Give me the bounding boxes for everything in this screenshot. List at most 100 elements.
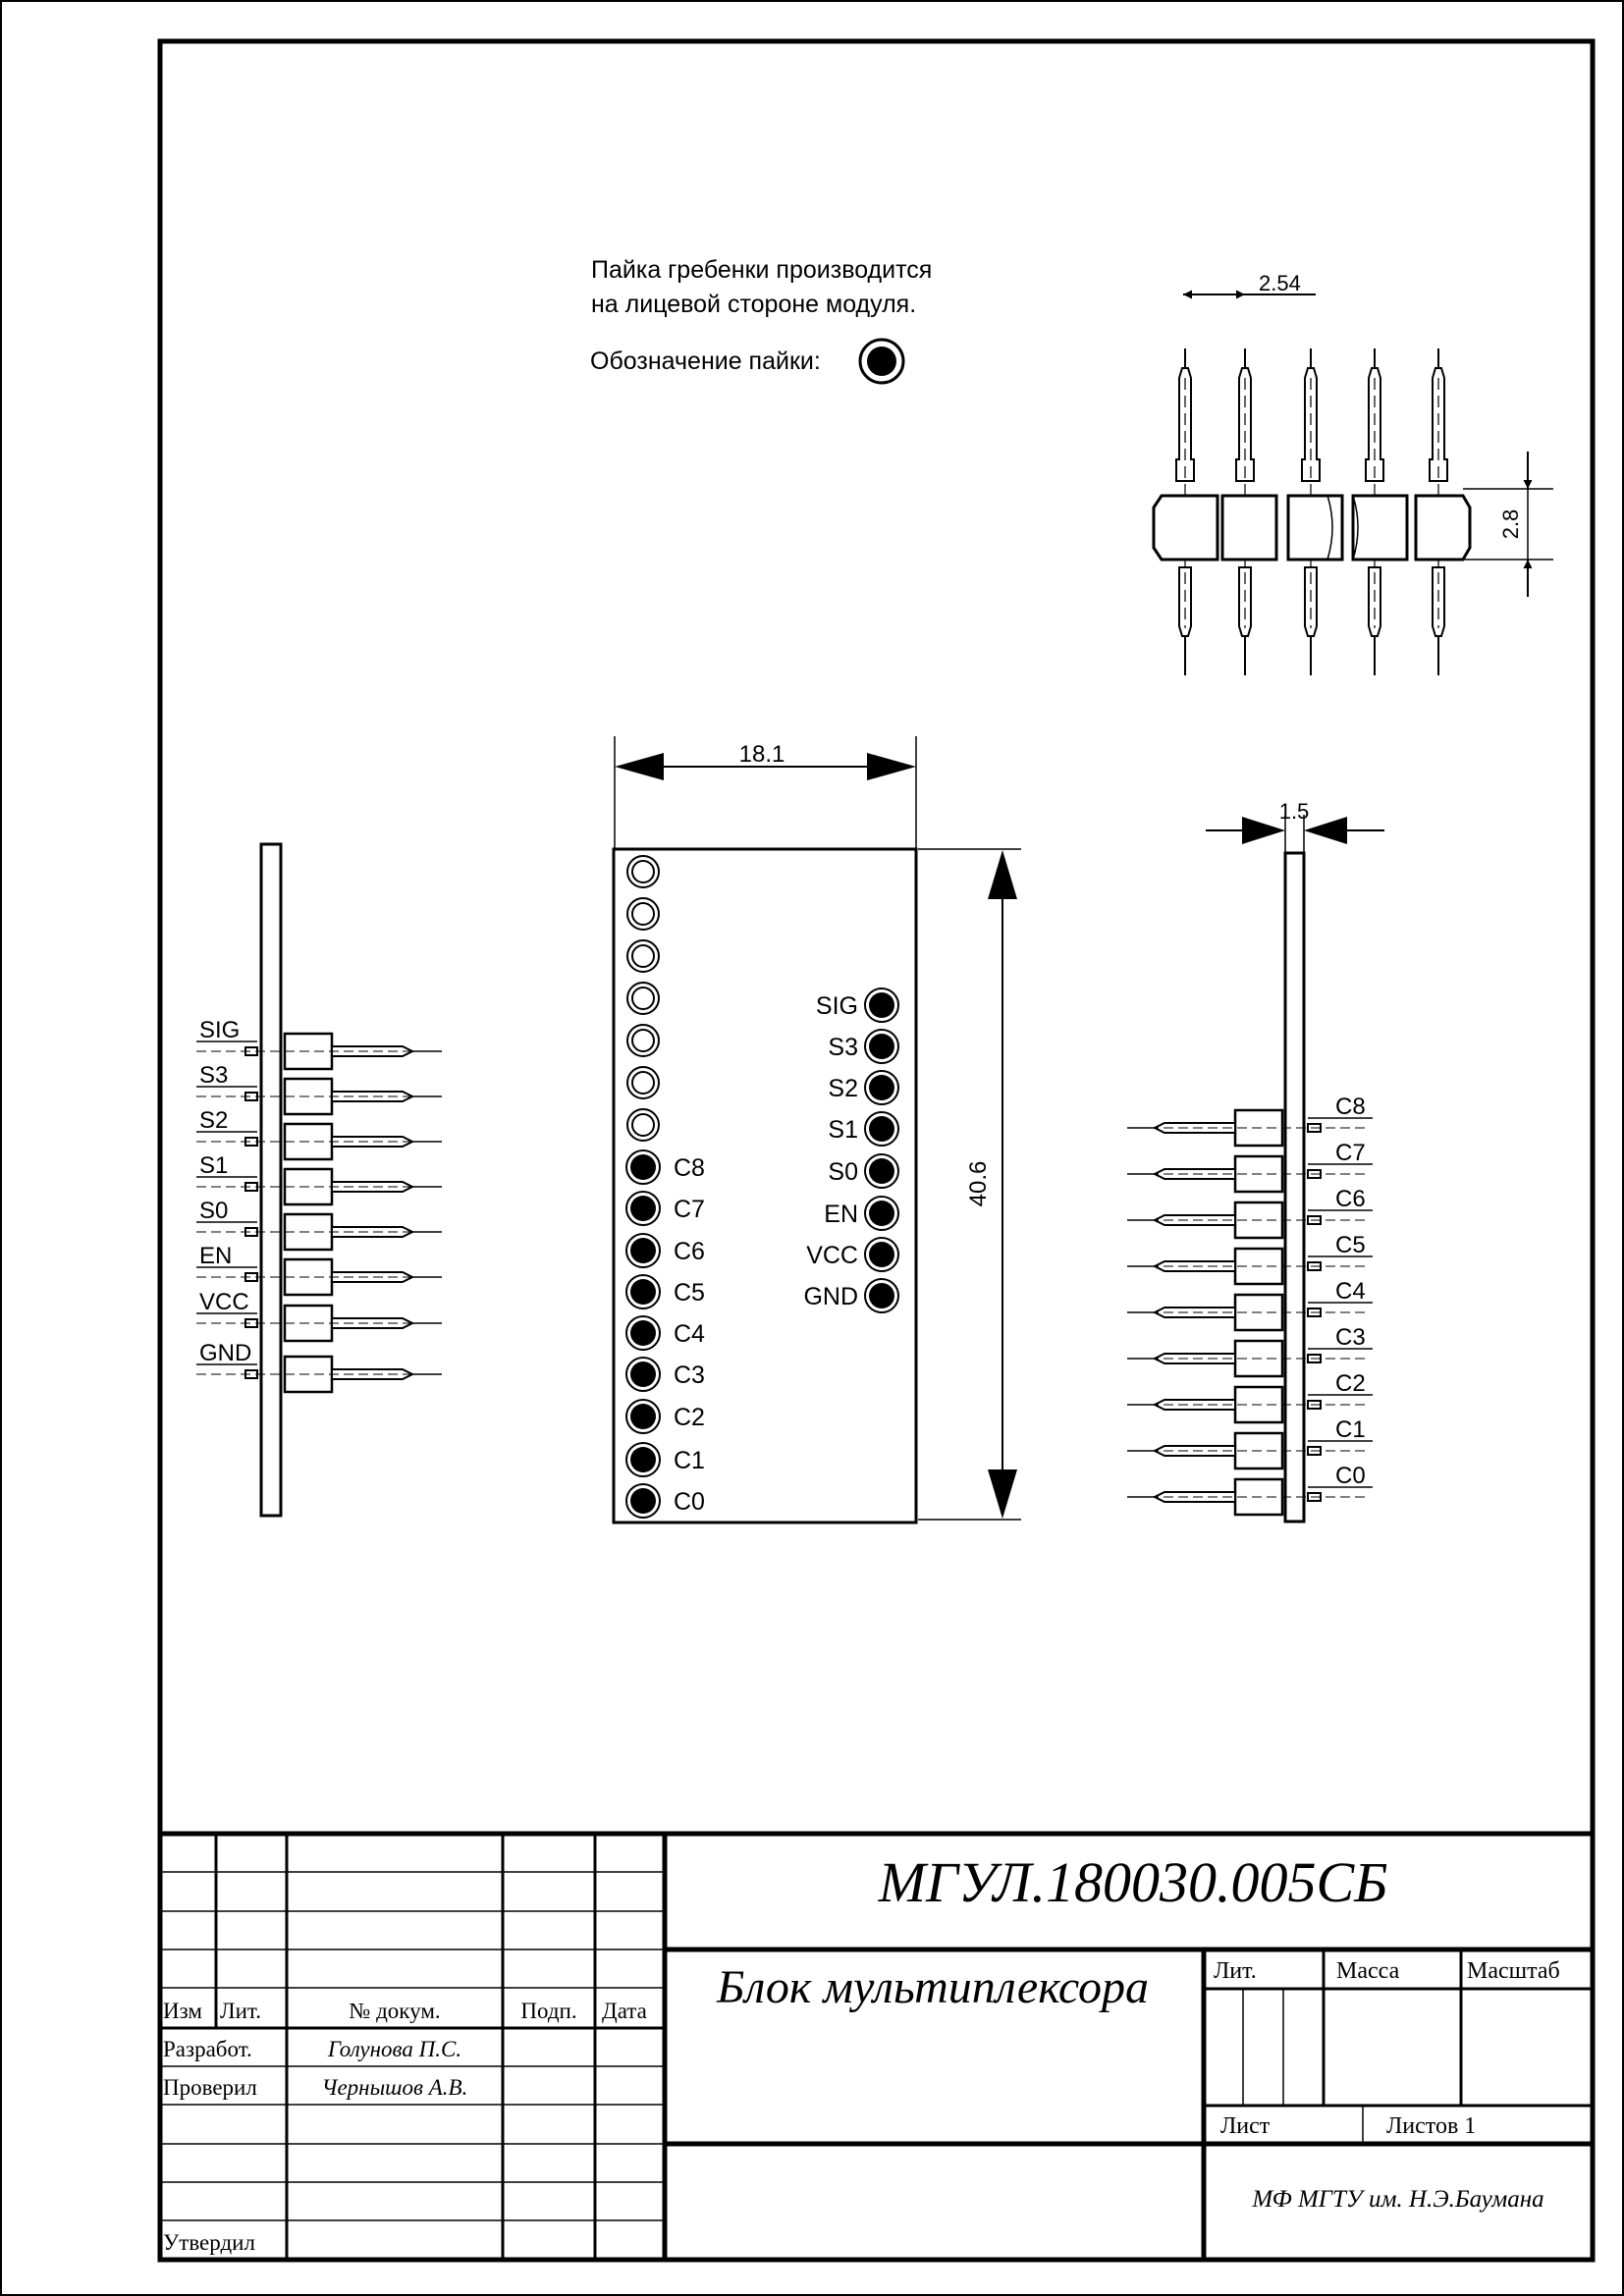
side-pin-label: EN [199,1243,232,1269]
side-pin-label: S1 [199,1152,228,1179]
side-pin-label: C6 [1335,1186,1366,1212]
pad-label: C3 [674,1362,705,1389]
side-pin-label: SIG [199,1017,240,1043]
header-plastic-body [1152,494,1472,561]
mass-header: Масса [1336,1958,1400,1984]
pad-label: GND [803,1283,858,1310]
pad-label: S2 [828,1075,858,1102]
pad-label: C0 [674,1488,705,1516]
solder-pad-c3: C3 [625,1357,705,1392]
col-lit: Лит. [220,1999,261,2023]
drawing-frame [157,38,1596,2263]
col-doc: № докум. [349,1999,440,2023]
sheet-label: Лист [1220,2113,1271,2139]
side-pin-label: C1 [1335,1416,1366,1443]
solder-pad-s1: S1 [828,1111,899,1147]
solder-pad-c5: C5 [625,1274,705,1309]
pad-label: EN [824,1201,858,1228]
pad-label: SIG [816,992,858,1020]
pitch-dim-label: 2.54 [1259,271,1301,295]
board-length-dim-label: 40.6 [965,1161,992,1207]
side-pin-c0: C0 [1127,1463,1373,1517]
title-block-text: МГУЛ.180030.005СБ Блок мультиплексора Из… [163,1850,1560,2255]
solder-pad-vcc: VCC [806,1237,899,1272]
solder-pad-gnd: GND [803,1278,899,1313]
side-pin-label: S2 [199,1107,228,1134]
solder-pad-c8: C8 [625,1149,705,1185]
document-title: Блок мультиплексора [716,1961,1149,2013]
pad-label: C7 [674,1196,705,1223]
approved-label: Утвердил [163,2230,255,2255]
note-line-2: на лицевой стороне модуля. [591,291,916,318]
note-line-1: Пайка гребенки производится [591,256,932,284]
side-pin-label: C3 [1335,1324,1366,1351]
side-pin-c4: C4 [1127,1278,1373,1332]
side-pin-label: C8 [1335,1094,1366,1120]
sheets-label: Листов 1 [1386,2113,1476,2139]
solder-pad-c4: C4 [625,1315,705,1351]
right-board-edge [1283,851,1306,1523]
board-width-dim-label: 18.1 [739,741,785,768]
height-dim-label: 2.8 [1498,509,1523,540]
developer-name: Голунова П.С. [327,2037,461,2061]
solder-pad-c0: C0 [625,1483,705,1519]
header-pin [1429,348,1448,675]
board-thickness-dim-label: 1.5 [1279,799,1310,824]
lit-header: Лит. [1214,1958,1257,1984]
side-pin-vcc: VCC [196,1289,442,1343]
col-date: Дата [602,1999,647,2023]
side-pin-label: C7 [1335,1140,1366,1166]
solder-pad-sig: SIG [816,988,899,1023]
pin-header-detail: 2.54 2.8 [1152,271,1553,675]
solder-pad-c1: C1 [625,1442,705,1477]
side-pin-gnd: GND [196,1340,442,1394]
side-pin-s0: S0 [196,1198,442,1252]
board-outline [612,847,918,1524]
scale-header: Масштаб [1467,1958,1560,1984]
pad-label: C8 [674,1154,705,1182]
side-pin-label: C0 [1335,1463,1366,1489]
checked-label: Проверил [163,2075,257,2100]
checker-name: Чернышов А.В. [322,2075,468,2100]
side-pin-label: S0 [199,1198,228,1224]
solder-legend-dot [867,347,896,376]
side-pin-label: C2 [1335,1370,1366,1397]
solder-pad-s0: S0 [828,1153,899,1189]
pad-label: C4 [674,1320,705,1348]
side-pin-s3: S3 [196,1062,442,1116]
side-pin-c6: C6 [1127,1186,1373,1240]
left-board-edge [259,842,283,1518]
side-pin-c7: C7 [1127,1140,1373,1194]
organization-name: МФ МГТУ им. Н.Э.Баумана [1251,2186,1543,2213]
side-pin-c1: C1 [1127,1416,1373,1470]
solder-pad-c7: C7 [625,1191,705,1226]
side-pin-c2: C2 [1127,1370,1373,1424]
side-pin-c8: C8 [1127,1094,1373,1148]
document-designation: МГУЛ.180030.005СБ [878,1850,1388,1914]
pad-label: C2 [674,1404,705,1431]
side-pin-c3: C3 [1127,1324,1373,1378]
soldering-note: Пайка гребенки производится на лицевой с… [590,256,932,385]
side-pin-c5: C5 [1127,1232,1373,1286]
col-izm: Изм [163,1999,202,2023]
title-block [160,1831,1593,2260]
solder-pad-s3: S3 [828,1029,899,1064]
side-pin-s2: S2 [196,1107,442,1161]
pad-label: C6 [674,1238,705,1265]
col-sign: Подп. [520,1999,576,2023]
pad-label: VCC [806,1242,858,1269]
pad-label: S1 [828,1116,858,1144]
solder-pad-en: EN [824,1196,899,1231]
solder-legend-label: Обозначение пайки: [590,347,821,375]
side-pin-label: S3 [199,1062,228,1089]
side-pin-label: C4 [1335,1278,1366,1305]
solder-pad-c6: C6 [625,1233,705,1268]
pad-label: C1 [674,1447,705,1474]
developed-label: Разработ. [163,2037,252,2061]
pad-label: S0 [828,1158,858,1186]
